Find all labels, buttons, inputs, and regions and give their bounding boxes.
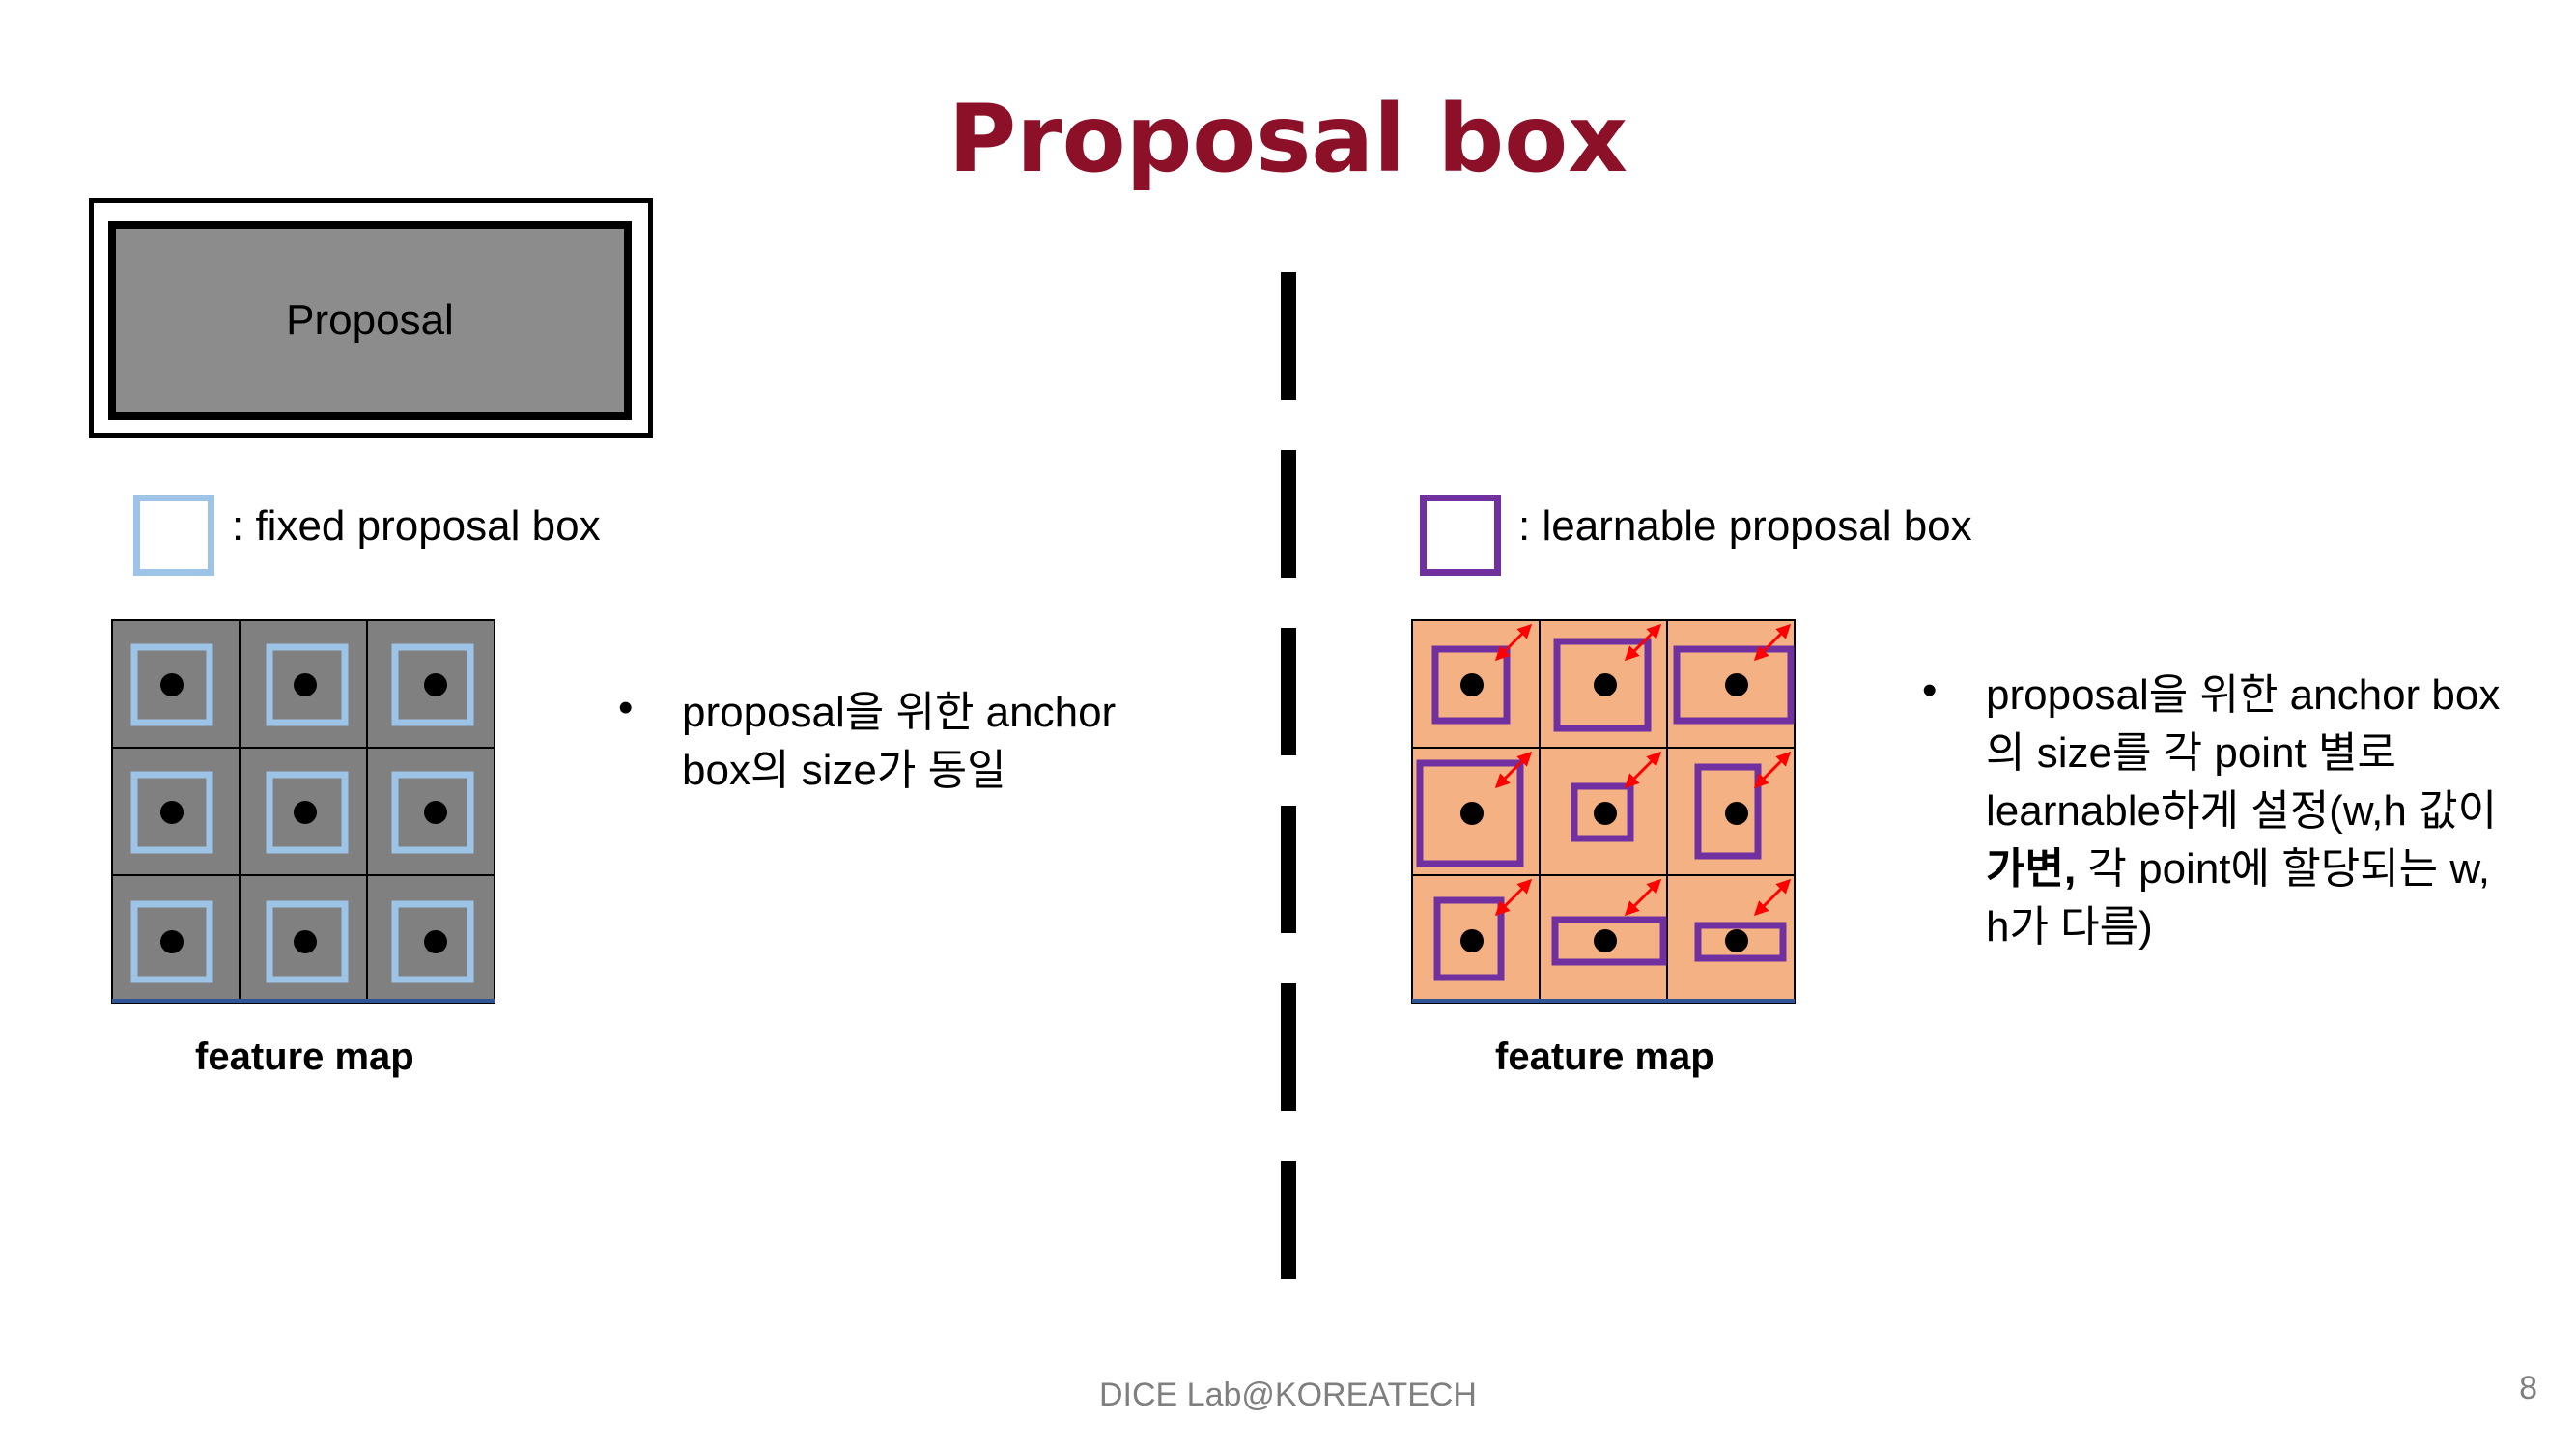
right-bullet-marker: •: [1922, 667, 1938, 714]
page-number: 8: [2519, 1370, 2537, 1406]
right-bullet-text-part2: 각 point에 할당되는 w, h가 다름): [1986, 845, 2490, 951]
resize-arrows: [1494, 623, 1792, 917]
learnable-box-legend-swatch: [1420, 495, 1501, 576]
fixed-anchor-points: [160, 673, 447, 953]
fixed-box-legend-label: : fixed proposal box: [232, 502, 601, 550]
proposal-label: Proposal: [286, 297, 454, 344]
fixed-box-legend-swatch: [133, 495, 214, 576]
learnable-box-legend-label: : learnable proposal box: [1518, 502, 1972, 550]
right-bullet-text-bold: 가변,: [1986, 845, 2077, 893]
left-bullet-marker: •: [618, 684, 634, 731]
learnable-anchor-points: [1460, 673, 1748, 952]
fixed-feature-map-caption: feature map: [195, 1036, 414, 1078]
right-bullet-text: proposal을 위한 anchor box의 size를 각 point 별…: [1986, 667, 2507, 956]
right-bullet-text-part1: proposal을 위한 anchor box의 size를 각 point 별…: [1986, 671, 2501, 835]
left-bullet-text: proposal을 위한 anchor box의 size가 동일: [682, 689, 1117, 794]
learnable-proposal-boxes: [1416, 638, 1795, 981]
slide-title: Proposal box: [948, 85, 1628, 193]
footer-text: DICE Lab@KOREATECH: [1099, 1377, 1477, 1413]
learnable-feature-map-caption: feature map: [1495, 1036, 1714, 1078]
fixed-feature-map: [111, 619, 495, 1004]
fixed-proposal-boxes: [130, 643, 474, 983]
learnable-feature-map: [1411, 619, 1796, 1004]
proposal-box: Proposal: [108, 221, 632, 420]
